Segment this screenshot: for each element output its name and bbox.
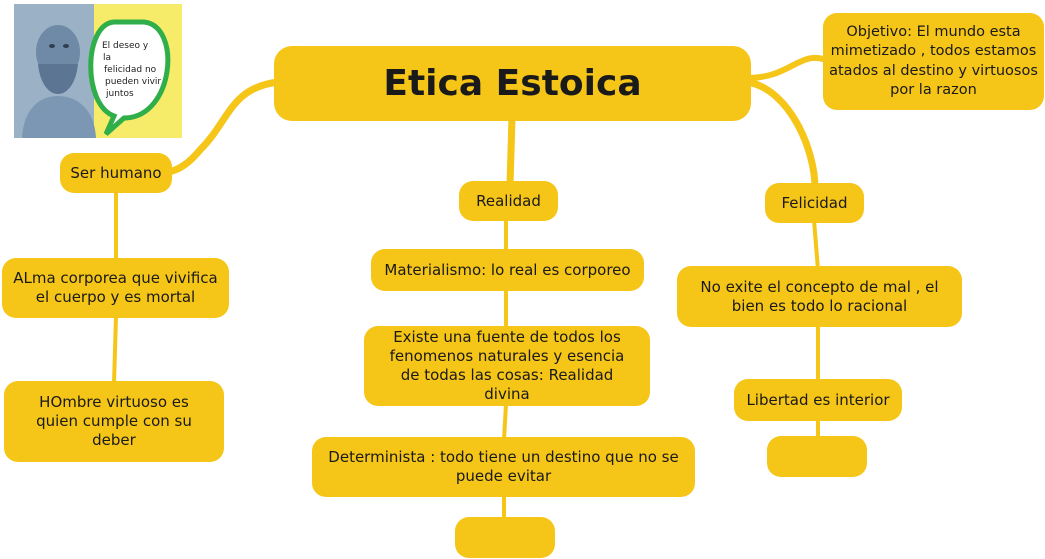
branch-realidad[interactable]: Realidad [459, 181, 558, 221]
realidad-empty-node[interactable] [455, 517, 555, 558]
philosopher-portrait-icon [22, 25, 96, 138]
branch-felicidad[interactable]: Felicidad [765, 183, 864, 223]
link-title-realidad [506, 114, 516, 189]
felicidad-item-1[interactable]: No exite el concepto de mal , el bien es… [677, 266, 962, 327]
link-realidad-chain [502, 216, 508, 522]
realidad-item-1[interactable]: Materialismo: lo real es corporeo [371, 249, 644, 291]
speech-bubble-icon [88, 19, 171, 136]
branch-realidad-label: Realidad [476, 191, 541, 210]
central-topic[interactable]: Etica Estoica [274, 46, 751, 121]
felicidad-item-2[interactable]: Libertad es interior [734, 379, 902, 421]
felicidad-empty-node[interactable] [767, 436, 867, 477]
central-topic-label: Etica Estoica [383, 62, 642, 104]
ser-humano-item-2[interactable]: HOmbre virtuoso es quien cumple con su d… [4, 381, 224, 462]
link-title-objective [745, 55, 829, 81]
realidad-item-3[interactable]: Determinista : todo tiene un destino que… [312, 437, 695, 497]
ser-humano-item-1[interactable]: ALma corporea que vivifica el cuerpo y e… [2, 258, 229, 318]
branch-ser-humano[interactable]: Ser humano [60, 153, 172, 193]
realidad-item-2[interactable]: Existe una fuente de todos los fenomenos… [364, 326, 650, 406]
link-title-felicidad [744, 78, 819, 192]
branch-ser-humano-label: Ser humano [70, 163, 162, 182]
objective-text: Objetivo: El mundo esta mimetizado , tod… [829, 23, 1038, 99]
branch-felicidad-label: Felicidad [781, 193, 848, 212]
link-ser-humano-chain [112, 190, 118, 386]
objective-node[interactable]: Objetivo: El mundo esta mimetizado , tod… [823, 13, 1044, 110]
link-title-ser-humano [164, 78, 282, 176]
